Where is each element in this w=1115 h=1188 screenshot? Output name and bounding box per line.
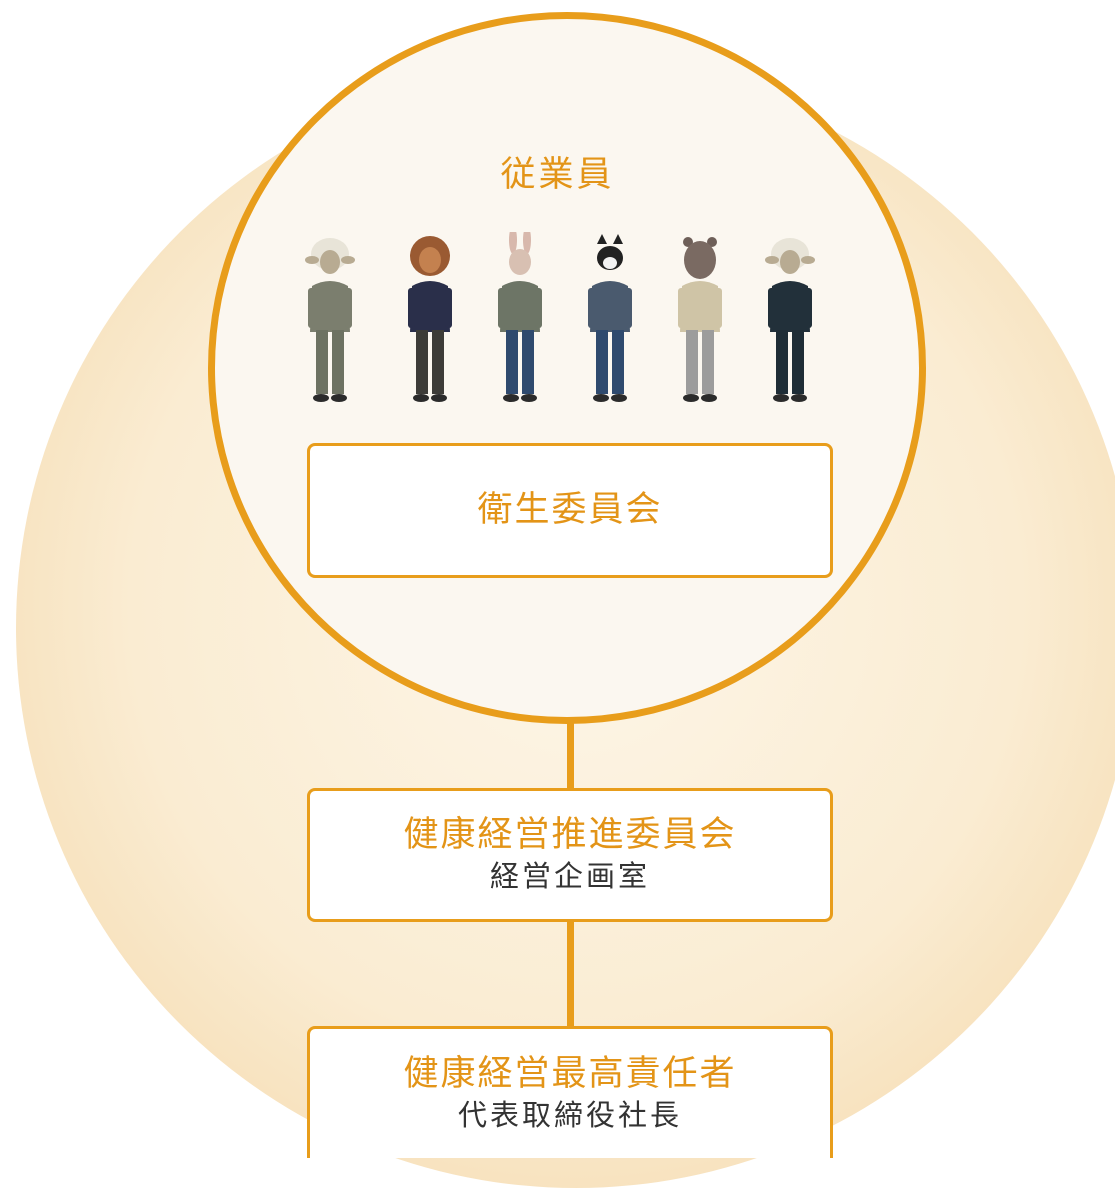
sheep-icon: [300, 232, 360, 411]
bear-icon: [670, 232, 730, 411]
health-committee-title: 衛生委員会: [477, 489, 663, 530]
promotion-committee-box: 健康経営推進委員会 経営企画室: [307, 788, 833, 922]
chief-officer-subtitle: 代表取締役社長: [457, 1097, 682, 1132]
employees-title: 従業員: [500, 155, 615, 195]
chief-officer-title: 健康経営最高責任者: [403, 1053, 737, 1094]
health-committee-box: 衛生委員会: [307, 443, 833, 578]
chief-officer-box: 健康経営最高責任者 代表取締役社長: [307, 1026, 833, 1158]
promotion-committee-title: 健康経営推進委員会: [403, 815, 737, 856]
connector-line: [567, 918, 574, 1030]
cat-icon: [580, 232, 640, 411]
lion-icon: [400, 232, 460, 411]
sheep-icon: [760, 232, 820, 411]
rabbit-icon: [490, 226, 550, 411]
promotion-committee-subtitle: 経営企画室: [489, 859, 650, 894]
employee-figures: [300, 226, 820, 412]
